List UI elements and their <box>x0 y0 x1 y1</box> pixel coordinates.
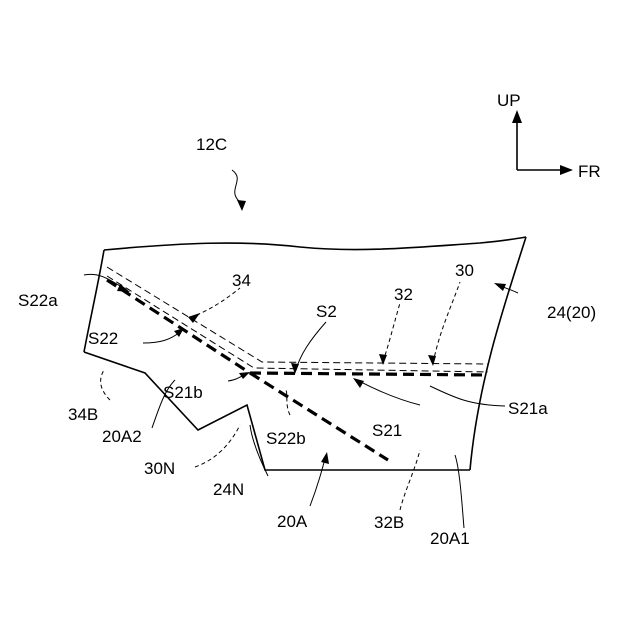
label-s2: S2 <box>316 302 337 321</box>
label-30n: 30N <box>144 459 175 478</box>
label-34: 34 <box>232 271 251 290</box>
label-20a: 20A <box>277 512 308 531</box>
label-30: 30 <box>455 261 474 280</box>
orientation-indicator: UP FR <box>497 91 601 181</box>
up-direction-label: UP <box>497 91 521 110</box>
label-s21b: S21b <box>163 383 203 402</box>
label-32: 32 <box>394 285 413 304</box>
label-24-20: 24(20) <box>547 303 596 322</box>
front-direction-label: FR <box>578 162 601 181</box>
label-34b: 34B <box>68 405 98 424</box>
label-24n: 24N <box>213 480 244 499</box>
leader-lines <box>84 274 518 528</box>
reference-labels: 30 34 32 S2 S22a 24(20) S22 S21b S21a 34… <box>18 261 596 548</box>
label-s21: S21 <box>372 421 402 440</box>
label-s22a: S22a <box>18 291 58 310</box>
label-32b: 32B <box>374 513 404 532</box>
label-s21a: S21a <box>508 399 548 418</box>
figure-id-arrowhead <box>237 200 246 211</box>
figure-id-label: 12C <box>196 135 227 154</box>
label-s22: S22 <box>88 329 118 348</box>
label-20a2: 20A2 <box>102 427 142 446</box>
label-20a1: 20A1 <box>430 529 470 548</box>
label-s22b: S22b <box>266 429 306 448</box>
